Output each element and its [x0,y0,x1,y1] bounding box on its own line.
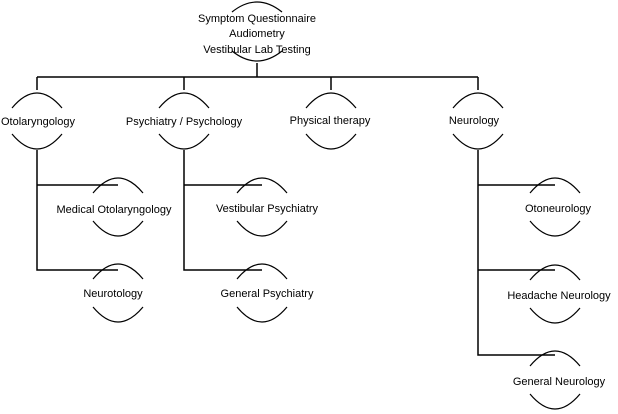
headache-neurology-label: Headache Neurology [507,290,611,302]
otolaryngology-branch-lines [36,150,118,271]
physical-therapy-label: Physical therapy [290,115,371,127]
physical-therapy-node-bracket [305,92,357,150]
root-label-line-2: Audiometry [229,28,285,40]
neurology-node-bracket [452,92,504,150]
psychiatry-label: Psychiatry / Psychology [126,116,243,128]
general-neurology-node-bracket [529,350,581,410]
otolaryngology-label: Otolaryngology [1,116,75,128]
neurotology-label: Neurotology [83,288,143,300]
psychiatry-node-bracket [158,92,210,150]
general-psychiatry-label: General Psychiatry [221,288,314,300]
general-neurology-label: General Neurology [513,376,606,388]
connectors [36,63,555,356]
headache-neurology-node-bracket [529,264,581,324]
root-label-line-3: Vestibular Lab Testing [203,44,310,56]
medical-otolaryngology-label: Medical Otolaryngology [57,204,172,216]
general-psychiatry-node-bracket [236,263,288,323]
otoneurology-node-bracket [529,177,581,237]
psychiatry-branch-lines [183,150,262,271]
medical-otolaryngology-node-bracket [92,177,144,237]
vestibular-psychiatry-node-bracket [236,177,288,237]
neurology-label: Neurology [449,115,500,127]
otolaryngology-node-bracket [11,92,63,150]
root-node-bracket [231,1,283,62]
otoneurology-label: Otoneurology [525,203,592,215]
node-brackets [11,1,581,410]
neurotology-node-bracket [92,263,144,323]
neurology-branch-lines [477,150,555,356]
node-labels: Symptom Questionnaire Audiometry Vestibu… [1,13,611,388]
vestibular-psychiatry-label: Vestibular Psychiatry [216,203,319,215]
root-label-line-1: Symptom Questionnaire [198,13,316,25]
